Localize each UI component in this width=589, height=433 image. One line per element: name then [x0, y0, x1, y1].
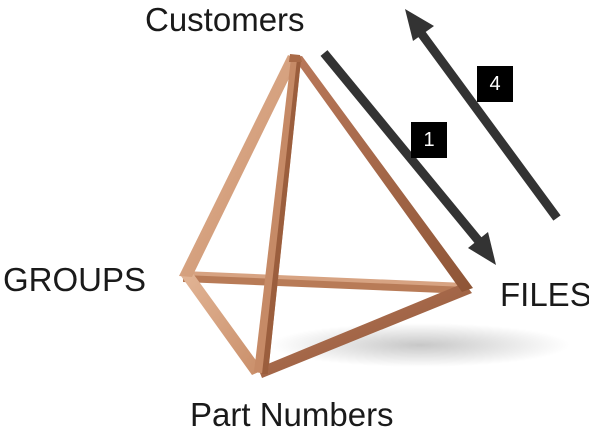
arrow-up-to-customers — [405, 9, 561, 221]
step-badge-up: 4 — [477, 66, 513, 102]
node-part-numbers-label: Part Numbers — [190, 396, 394, 433]
step-badge-down: 1 — [411, 122, 447, 158]
pyramid-edge-back-top — [183, 271, 466, 287]
pyramid-edge-right-front — [258, 283, 472, 378]
pyramid-edge-left-rising — [179, 55, 298, 277]
pyramid-edge-left-front — [181, 272, 263, 375]
pyramid-edge-right-rising — [293, 56, 473, 292]
pyramid-apex — [289, 54, 302, 62]
node-customers-label: Customers — [145, 1, 305, 38]
pyramid-edge-front-rising-shade — [262, 59, 301, 374]
pyramid-edge-back — [183, 274, 467, 294]
arrow-down-to-files — [320, 50, 496, 265]
node-groups-label: GROUPS — [3, 261, 147, 298]
node-files-label: FILES — [500, 276, 589, 313]
